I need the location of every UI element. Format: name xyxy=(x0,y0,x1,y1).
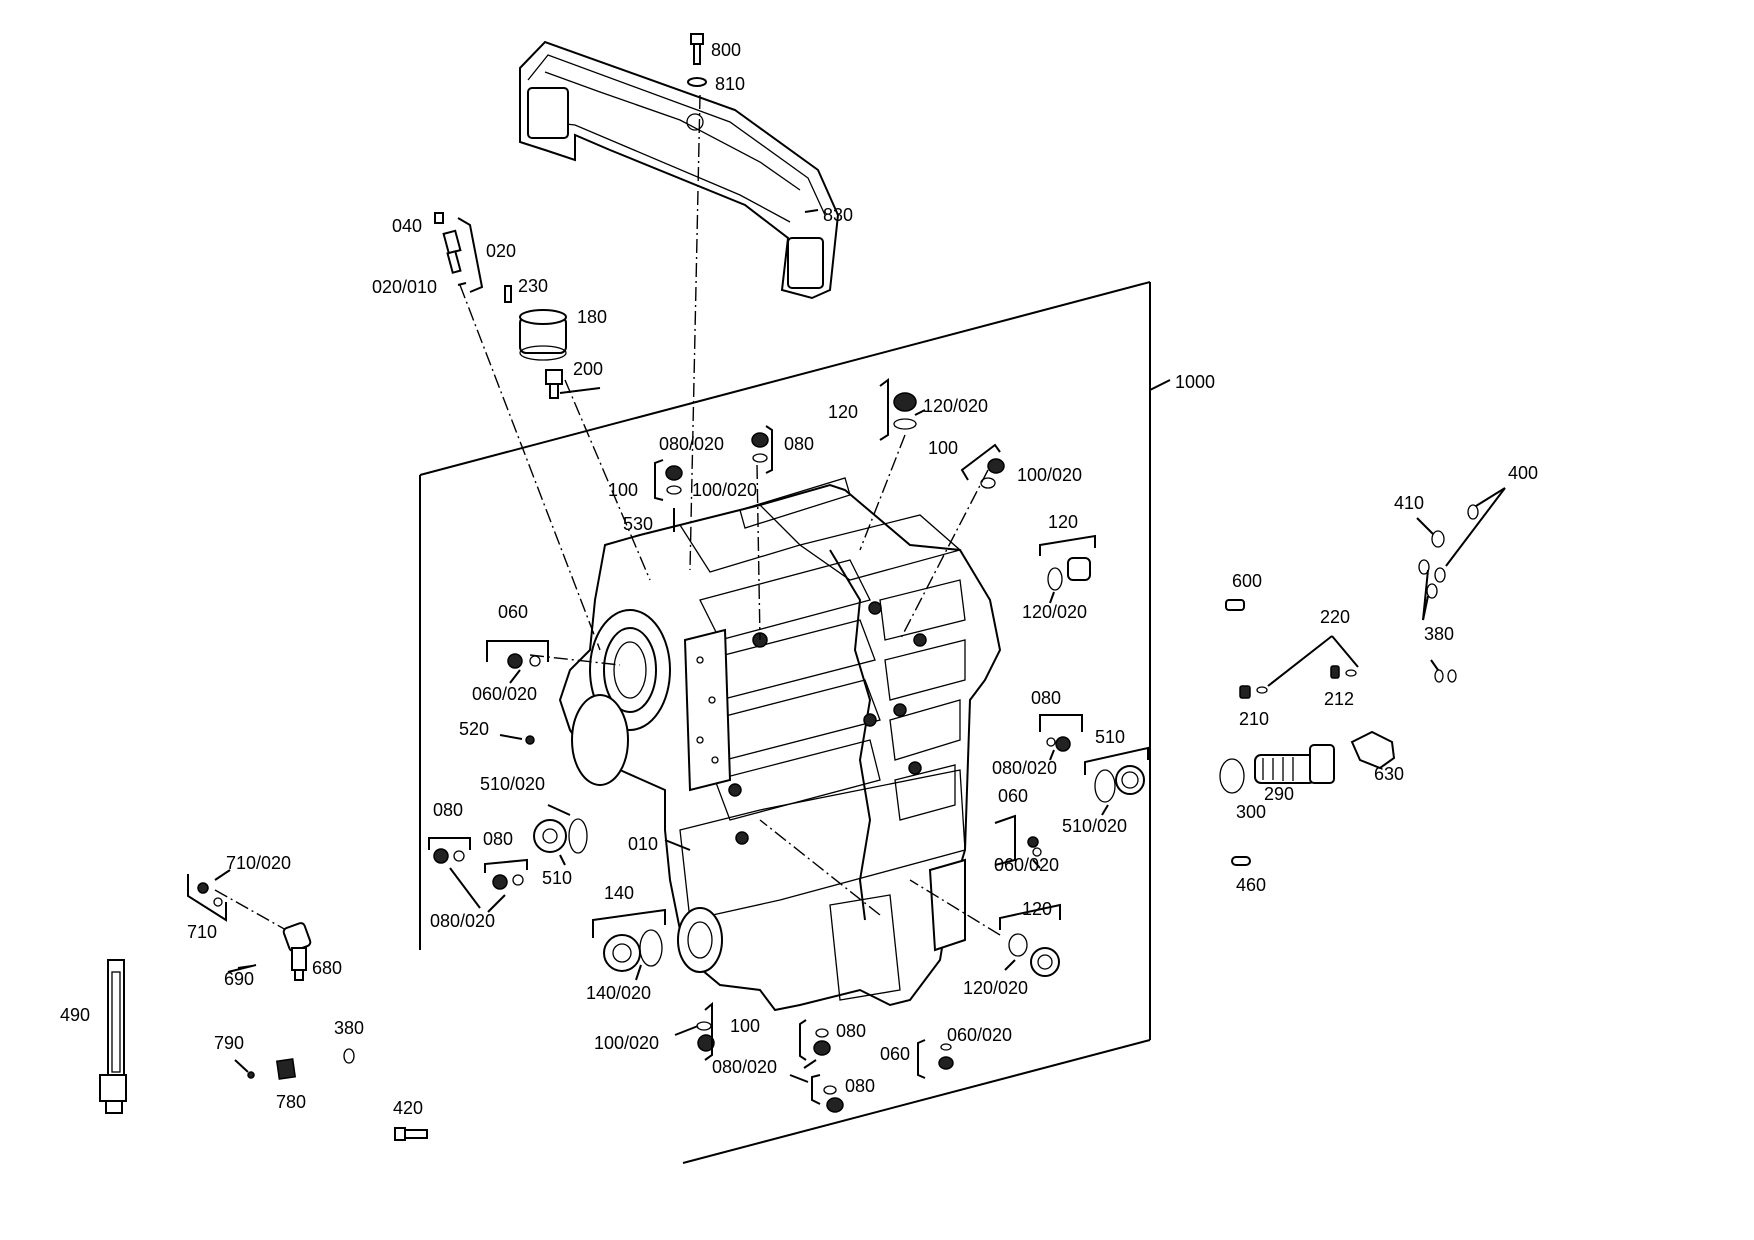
label-100-top-left: 100 xyxy=(608,480,638,500)
label-020: 020 xyxy=(486,241,516,261)
transmission-housing-010 xyxy=(558,477,1002,1012)
label-630: 630 xyxy=(1374,764,1404,784)
label-060-020-bot: 060/020 xyxy=(947,1025,1012,1045)
housing-panel-outline xyxy=(419,281,1151,1164)
label-080-020-bot: 080/020 xyxy=(712,1057,777,1077)
label-510-020-right: 510/020 xyxy=(1062,816,1127,836)
label-060-020-right: 060/020 xyxy=(994,855,1059,875)
label-080-top: 080 xyxy=(784,434,814,454)
label-080-020-left: 080/020 xyxy=(430,911,495,931)
small-parts xyxy=(99,33,1479,1141)
label-200: 200 xyxy=(573,359,603,379)
label-1000: 1000 xyxy=(1175,372,1215,392)
label-510-right: 510 xyxy=(1095,727,1125,747)
label-040: 040 xyxy=(392,216,422,236)
label-690: 690 xyxy=(224,969,254,989)
label-120-top: 120 xyxy=(828,402,858,422)
label-140: 140 xyxy=(604,883,634,903)
label-060-bot: 060 xyxy=(880,1044,910,1064)
leader-lines xyxy=(187,209,1506,1105)
label-710-020: 710/020 xyxy=(226,853,291,873)
label-420: 420 xyxy=(393,1098,423,1118)
label-510-mid: 510 xyxy=(542,868,572,888)
label-120-020-lower: 120/020 xyxy=(963,978,1028,998)
label-780: 780 xyxy=(276,1092,306,1112)
label-010: 010 xyxy=(628,834,658,854)
label-080-020-right: 080/020 xyxy=(992,758,1057,778)
label-710: 710 xyxy=(187,922,217,942)
label-060-right: 060 xyxy=(998,786,1028,806)
label-810: 810 xyxy=(715,74,745,94)
label-800: 800 xyxy=(711,40,741,60)
label-100-020-bot: 100/020 xyxy=(594,1033,659,1053)
label-460: 460 xyxy=(1236,875,1266,895)
assembly-centerlines xyxy=(214,94,1001,936)
label-120-lower: 120 xyxy=(1022,899,1052,919)
label-060-left: 060 xyxy=(498,602,528,622)
label-100-020-top-left: 100/020 xyxy=(692,480,757,500)
label-080-020-top: 080/020 xyxy=(659,434,724,454)
label-060-020-left: 060/020 xyxy=(472,684,537,704)
label-830: 830 xyxy=(823,205,853,225)
label-120-right: 120 xyxy=(1048,512,1078,532)
label-530: 530 xyxy=(623,514,653,534)
label-100-top-right: 100 xyxy=(928,438,958,458)
part-number-labels: 800 810 830 040 020 020/010 230 180 200 … xyxy=(60,40,1538,1118)
label-600: 600 xyxy=(1232,571,1262,591)
label-520: 520 xyxy=(459,719,489,739)
label-140-020: 140/020 xyxy=(586,983,651,1003)
label-290: 290 xyxy=(1264,784,1294,804)
label-080-left-b: 080 xyxy=(483,829,513,849)
label-380-right: 380 xyxy=(1424,624,1454,644)
label-380-left: 380 xyxy=(334,1018,364,1038)
label-100-020-top-right: 100/020 xyxy=(1017,465,1082,485)
label-400: 400 xyxy=(1508,463,1538,483)
label-020-010: 020/010 xyxy=(372,277,437,297)
label-790: 790 xyxy=(214,1033,244,1053)
label-080-bot-a: 080 xyxy=(836,1021,866,1041)
top-bracket-830 xyxy=(519,40,840,300)
label-080-left-a: 080 xyxy=(433,800,463,820)
label-120-020-top: 120/020 xyxy=(923,396,988,416)
label-100-bot: 100 xyxy=(730,1016,760,1036)
label-680: 680 xyxy=(312,958,342,978)
label-120-020-right: 120/020 xyxy=(1022,602,1087,622)
label-300: 300 xyxy=(1236,802,1266,822)
label-490: 490 xyxy=(60,1005,90,1025)
label-230: 230 xyxy=(518,276,548,296)
label-080-right: 080 xyxy=(1031,688,1061,708)
label-210: 210 xyxy=(1239,709,1269,729)
label-080-bot-b: 080 xyxy=(845,1076,875,1096)
label-220: 220 xyxy=(1320,607,1350,627)
label-180: 180 xyxy=(577,307,607,327)
label-212: 212 xyxy=(1324,689,1354,709)
label-510-020-mid: 510/020 xyxy=(480,774,545,794)
label-410: 410 xyxy=(1394,493,1424,513)
